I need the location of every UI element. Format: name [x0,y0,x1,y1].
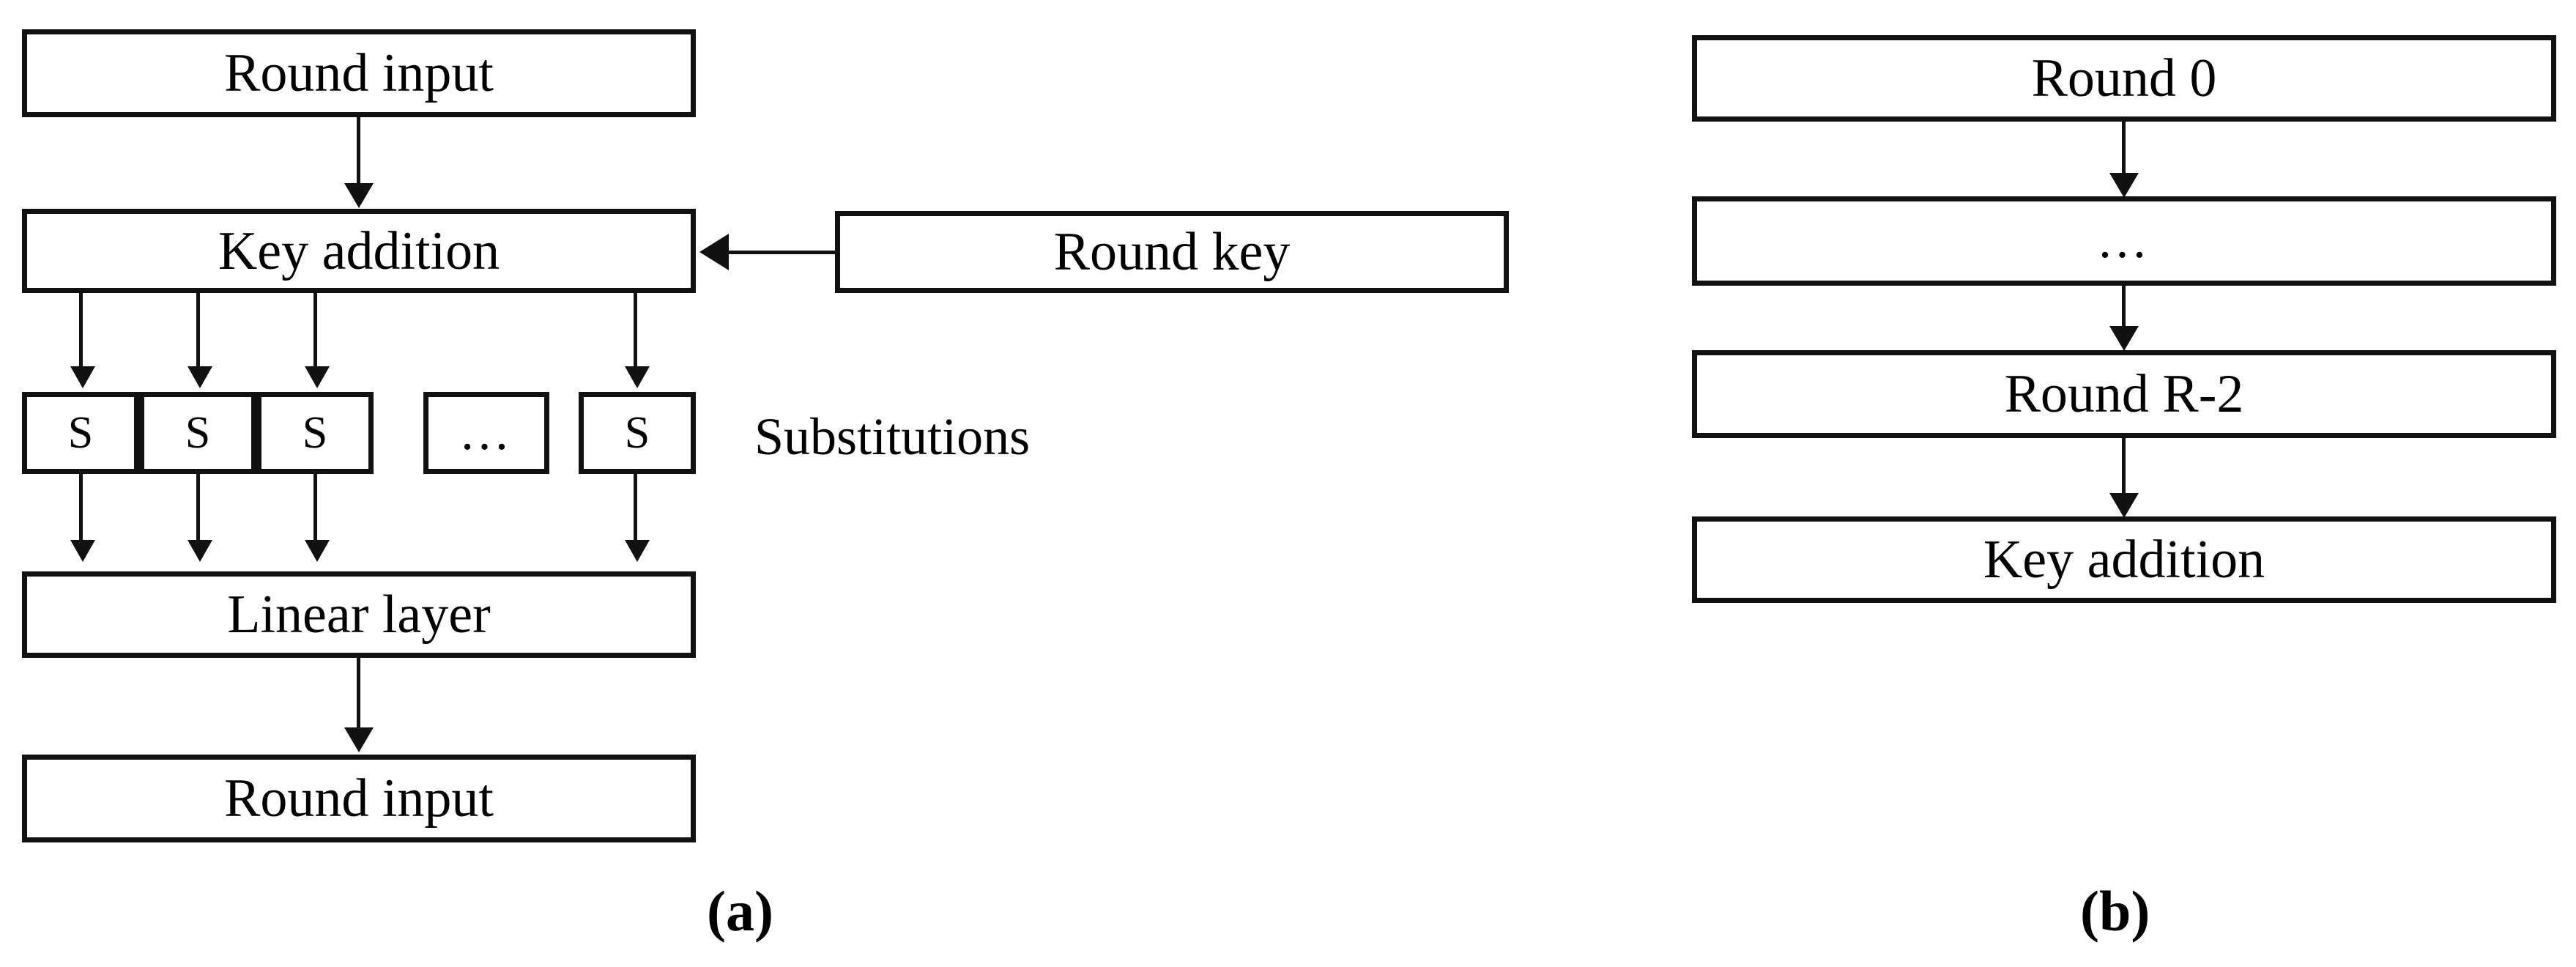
arrowhead-sbox-2-to-linear [188,540,212,562]
box-sbox-1: S [22,392,139,474]
box-key-addition-label: Key addition [218,221,500,281]
connector-roundinput-to-keyaddition [357,117,360,187]
connector-keyadd-to-sbox-3 [313,293,317,370]
box-rounds-ellipsis: … [1692,196,2556,286]
box-sbox-2-label: S [185,408,211,458]
connector-sbox-1-to-linear [79,474,83,544]
box-sbox-ellipsis: … [423,392,549,474]
arrowhead-round0-to-ellipsis [2109,173,2139,198]
box-sbox-3-label: S [302,408,328,458]
box-round-key: Round key [835,211,1509,293]
connector-sbox-4-to-linear [634,474,637,544]
box-linear-layer: Linear layer [22,571,696,658]
box-sbox-ellipsis-label: … [459,404,514,461]
arrowhead-roundR2-to-keyaddition [2109,493,2139,518]
box-sbox-2: S [139,392,256,474]
connector-round0-to-ellipsis [2122,122,2126,177]
box-sbox-4-label: S [624,408,650,458]
connector-ellipsis-to-roundR2 [2122,286,2126,330]
box-sbox-4: S [579,392,696,474]
caption-panel-a: (a) [707,879,773,943]
box-round-input-bottom: Round input [22,755,696,842]
box-sbox-1-label: S [67,408,94,458]
box-round-r-2: Round R-2 [1692,350,2556,438]
arrowhead-roundkey-to-keyaddition [699,234,729,270]
substitutions-label: Substitutions [754,407,1031,466]
box-sbox-3: S [256,392,374,474]
box-round-input-top: Round input [22,29,696,117]
connector-roundR2-to-keyaddition [2122,438,2126,497]
connector-sbox-2-to-linear [196,474,200,544]
caption-panel-b: (b) [2080,879,2150,943]
box-key-addition-final-label: Key addition [1983,530,2265,590]
connector-keyadd-to-sbox-2 [196,293,200,370]
arrowhead-keyadd-to-sbox-2 [188,366,212,388]
arrowhead-keyadd-to-sbox-4 [625,366,650,388]
arrowhead-sbox-1-to-linear [70,540,95,562]
arrowhead-keyadd-to-sbox-1 [70,366,95,388]
box-rounds-ellipsis-label: … [2096,212,2152,269]
arrowhead-sbox-4-to-linear [625,540,650,562]
box-round-input-top-label: Round input [224,43,494,103]
arrowhead-sbox-3-to-linear [305,540,330,562]
arrowhead-linear-to-roundinput [344,727,374,752]
box-round-r-2-label: Round R-2 [2004,364,2244,424]
arrowhead-roundinput-to-keyaddition [344,183,374,208]
box-key-addition-final: Key addition [1692,516,2556,603]
box-round-0: Round 0 [1692,35,2556,122]
connector-linear-to-roundinput [357,658,360,731]
box-round-key-label: Round key [1053,222,1291,282]
connector-keyadd-to-sbox-1 [79,293,83,370]
box-linear-layer-label: Linear layer [227,585,491,645]
connector-sbox-3-to-linear [313,474,317,544]
connector-keyadd-to-sbox-4 [634,293,637,370]
box-key-addition: Key addition [22,209,696,293]
box-round-input-bottom-label: Round input [224,768,494,829]
connector-roundkey-to-keyaddition [729,251,839,254]
arrowhead-keyadd-to-sbox-3 [305,366,330,388]
box-round-0-label: Round 0 [2031,48,2217,108]
arrowhead-ellipsis-to-roundR2 [2109,326,2139,351]
